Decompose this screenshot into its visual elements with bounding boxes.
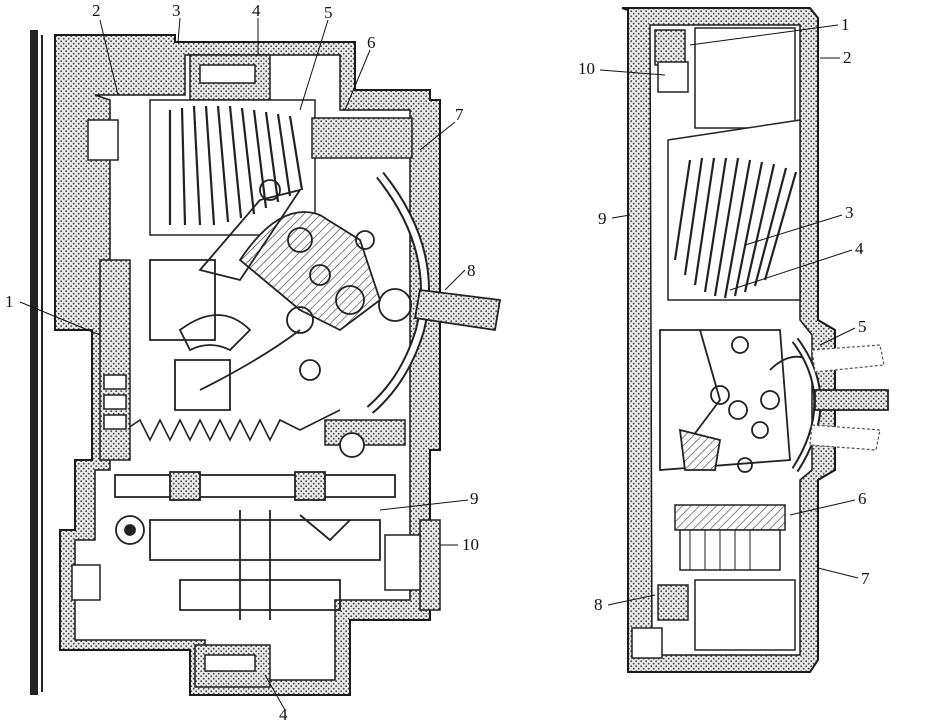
right-callout-5: 5 <box>858 317 867 336</box>
right-callout-3: 3 <box>845 203 854 222</box>
lower-left-block <box>71 564 101 601</box>
left-arc-chute <box>149 99 316 236</box>
left-callout-9: 9 <box>470 489 479 508</box>
right-leader-lines <box>599 24 859 606</box>
top-terminal-screw <box>199 64 256 84</box>
right-top-terminal <box>694 27 796 129</box>
right-callout-2: 2 <box>843 48 852 67</box>
right-mechanism <box>659 329 811 473</box>
left-callout-2: 2 <box>92 1 101 20</box>
right-callout-9: 9 <box>598 209 607 228</box>
left-callout-4-bottom: 4 <box>279 705 288 724</box>
top-cover-bar <box>311 117 413 159</box>
right-top-clamp <box>654 29 686 66</box>
right-bottom-terminal <box>694 579 796 651</box>
right-top-screw <box>657 61 689 93</box>
left-callout-6: 6 <box>367 33 376 52</box>
right-handle-ghost-up <box>811 344 885 373</box>
left-latch-block <box>324 419 406 446</box>
left-callout-10: 10 <box>462 535 479 554</box>
left-spring <box>124 409 341 442</box>
right-callout-8: 8 <box>594 595 603 614</box>
right-arc-chute <box>667 119 801 301</box>
right-bottom-screw <box>631 627 663 659</box>
left-mechanism <box>149 179 412 411</box>
right-callout-7: 7 <box>861 569 870 588</box>
left-trip-shaft <box>114 471 396 620</box>
right-bimetal <box>674 504 786 531</box>
left-callout-1: 1 <box>5 292 14 311</box>
left-callout-7: 7 <box>455 105 464 124</box>
left-contact-stack <box>99 259 131 461</box>
left-coil-body <box>384 534 421 591</box>
left-callout-3: 3 <box>172 1 181 20</box>
right-handle-ghost-down <box>809 424 881 451</box>
right-handle-on <box>814 389 889 411</box>
left-coil <box>419 519 441 611</box>
bottom-terminal-screw <box>204 654 256 672</box>
right-callout-6: 6 <box>858 489 867 508</box>
right-breaker-view <box>599 7 889 673</box>
left-callout-5: 5 <box>324 3 333 22</box>
right-coil <box>679 529 781 571</box>
left-callout-4-top: 4 <box>252 1 261 20</box>
mounting-rail <box>30 30 38 695</box>
latch-pivot <box>339 432 365 458</box>
right-callout-4: 4 <box>855 239 864 258</box>
right-callout-10: 10 <box>578 59 595 78</box>
left-side-block <box>87 119 119 161</box>
left-callout-8: 8 <box>467 261 476 280</box>
left-handle <box>413 289 502 332</box>
left-breaker-view <box>19 17 502 711</box>
right-callout-1: 1 <box>841 15 850 34</box>
left-leader-lines <box>19 17 469 711</box>
right-bottom-clamp <box>657 584 689 621</box>
